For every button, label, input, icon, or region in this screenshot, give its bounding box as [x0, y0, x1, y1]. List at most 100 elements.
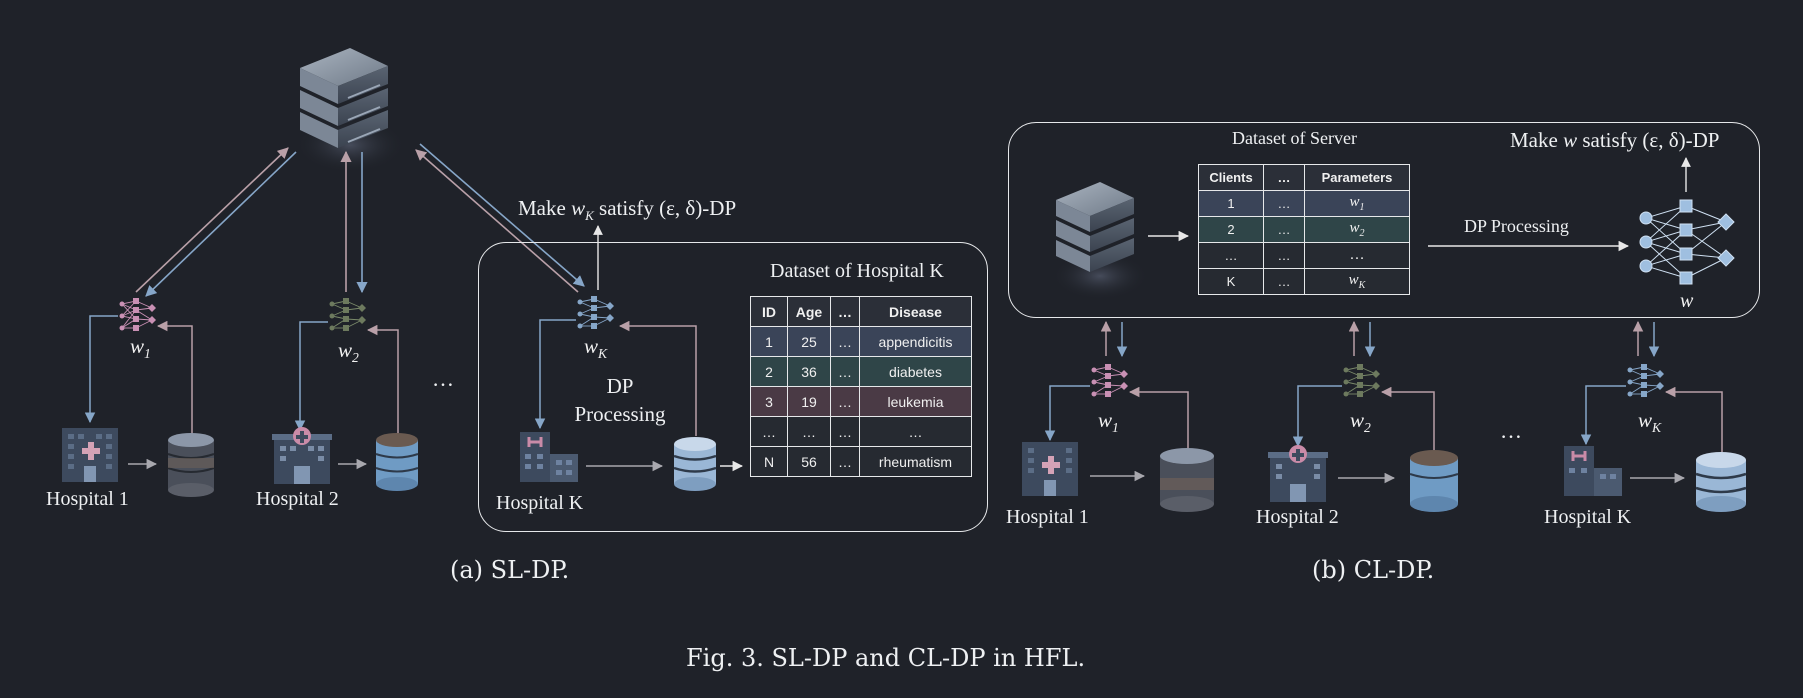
table-cell: … [1304, 242, 1410, 269]
table-cell: … [830, 446, 860, 477]
output-weight-label: w [1680, 290, 1694, 312]
database-icon [1409, 450, 1459, 512]
ellipsis-a: … [432, 366, 454, 391]
caption-b: (b) CL-DP. [1312, 556, 1435, 584]
data-to-model-arrow-b1 [1128, 386, 1189, 452]
table-cell: … [1263, 216, 1305, 243]
table-cell: … [787, 416, 831, 447]
table-header-row: ID Age … Disease [750, 296, 972, 327]
table-cell: … [830, 326, 860, 357]
param-subscript: 2 [1359, 228, 1365, 239]
figure-caption: Fig. 3. SL-DP and CL-DP in HFL. [686, 644, 1086, 672]
database-icon [1695, 452, 1747, 512]
neural-net-icon [329, 298, 366, 331]
hospital-2-label: Hospital 2 [256, 488, 339, 510]
hospital-icon [1564, 446, 1622, 496]
table-header: Disease [859, 296, 972, 327]
table-cell: w2 [1304, 216, 1410, 243]
table-header: Clients [1198, 164, 1264, 191]
hospital-k-dataset-title: Dataset of Hospital K [770, 260, 944, 282]
download-arrow-k [419, 143, 585, 287]
table-cell: 1 [1198, 190, 1264, 217]
model-to-hospital-arrow-1 [84, 315, 118, 424]
table-row: ……… [1198, 242, 1410, 269]
table-cell: diabetes [859, 356, 972, 387]
table-header: Parameters [1304, 164, 1410, 191]
table-cell: … [1263, 242, 1305, 269]
hospital-k-box [478, 242, 988, 532]
table-cell: 1 [750, 326, 788, 357]
data-to-model-arrow-2 [366, 324, 399, 436]
hospital-2-label-b: Hospital 2 [1256, 506, 1339, 528]
weight-label-bk: wK [1638, 408, 1662, 436]
table-header: … [830, 296, 860, 327]
table-cell: rheumatism [859, 446, 972, 477]
table-cell: 19 [787, 386, 831, 417]
table-cell: … [1263, 268, 1305, 295]
table-cell: appendicitis [859, 326, 972, 357]
neural-net-icon [1639, 199, 1735, 285]
caption-a: (a) SL-DP. [450, 556, 570, 584]
hospital-1-label: Hospital 1 [46, 488, 129, 510]
param-symbol: w [1348, 272, 1359, 288]
database-icon [375, 433, 419, 491]
upload-arrow-1 [135, 147, 289, 293]
data-to-model-arrow-bk [1664, 386, 1723, 452]
hospital-1-label-b: Hospital 1 [1006, 506, 1089, 528]
hospital-icon [62, 428, 118, 482]
table-cell: w1 [1304, 190, 1410, 217]
make-satisfy-label-b: Make w satisfy (ε, δ)-DP [1510, 128, 1720, 152]
table-cell: wK [1304, 268, 1410, 295]
table-row: 1…w1 [1198, 190, 1410, 217]
table-cell: 56 [787, 446, 831, 477]
param-subscript: K [1358, 280, 1366, 291]
table-cell: … [830, 416, 860, 447]
weight-label-k: wK [584, 334, 608, 362]
hospital-icon [1022, 442, 1078, 496]
weight-label-b1: w1 [1098, 408, 1119, 436]
data-to-model-arrow-k [618, 320, 697, 436]
table-cell: 36 [787, 356, 831, 387]
table-row: ………… [750, 416, 972, 447]
weight-label-1: w1 [130, 334, 151, 362]
table-header: Age [787, 296, 831, 327]
database-icon [167, 433, 215, 497]
table-cell: K [1198, 268, 1264, 295]
model-to-hospital-arrow-2 [294, 321, 328, 432]
param-subscript: 1 [1359, 202, 1365, 213]
model-to-hospital-arrow-b1 [1044, 385, 1090, 442]
hospital-icon [1268, 445, 1328, 502]
table-header: … [1263, 164, 1305, 191]
model-to-hospital-arrow-k [534, 319, 576, 430]
ellipsis-b: … [1500, 418, 1522, 443]
data-to-model-arrow-1 [156, 320, 193, 436]
table-cell: … [859, 416, 972, 447]
hospital-k-label: Hospital K [496, 492, 584, 514]
neural-net-icon [577, 296, 614, 329]
param-symbol: w [1349, 220, 1360, 236]
neural-net-icon [119, 298, 156, 331]
model-to-hospital-arrow-b2 [1292, 385, 1342, 448]
table-cell: 2 [750, 356, 788, 387]
table-header-row: Clients … Parameters [1198, 164, 1410, 191]
table-header: ID [750, 296, 788, 327]
table-cell: … [1198, 242, 1264, 269]
server-box [1008, 122, 1760, 318]
neural-net-icon [1627, 364, 1664, 397]
table-cell: 3 [750, 386, 788, 417]
download-arrow-1 [145, 151, 297, 297]
table-row: K…wK [1198, 268, 1410, 295]
table-cell: 2 [1198, 216, 1264, 243]
hospital-icon [272, 427, 332, 484]
table-cell: leukemia [859, 386, 972, 417]
param-symbol: w [1349, 194, 1360, 210]
table-cell: 25 [787, 326, 831, 357]
server-dataset-title: Dataset of Server [1232, 128, 1357, 148]
